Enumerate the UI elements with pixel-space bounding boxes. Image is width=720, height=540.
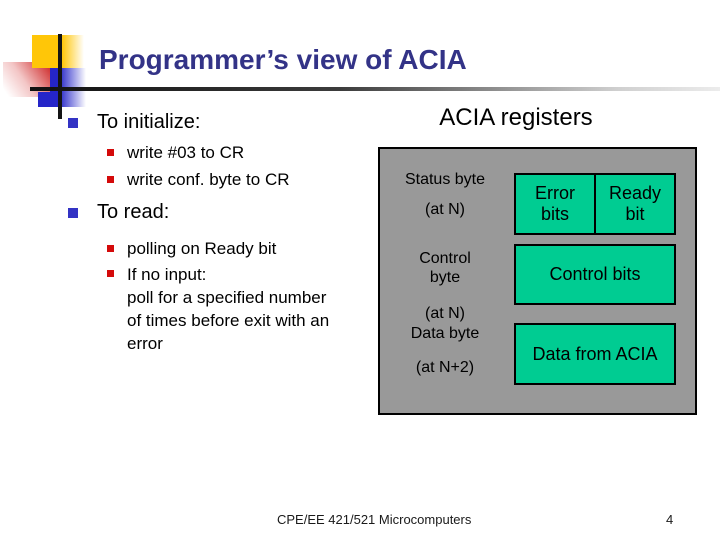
bullet-item-initialize: To initialize: <box>68 110 380 134</box>
error-bits-cell: Error bits <box>516 175 596 233</box>
ready-bit-cell: Ready bit <box>608 183 662 224</box>
decoration-vertical-line <box>58 34 62 119</box>
data-register-box: Data from ACIA <box>514 323 676 385</box>
sub-bullet-item-write-03: write #03 to CR <box>107 142 380 163</box>
status-register-box: Error bits Ready bit <box>514 173 676 235</box>
footer-course: CPE/EE 421/521 Microcomputers <box>277 512 472 527</box>
bullet-text: To read: <box>97 201 170 223</box>
sub-bullet-item-no-input: If no input: poll for a specified number… <box>107 263 380 355</box>
page-number: 4 <box>666 512 674 527</box>
sub-bullet-text: polling on Ready bit <box>127 239 277 258</box>
sub-bullet-text: write #03 to CR <box>127 143 245 162</box>
bullet-list: To initialize: write #03 to CR write con… <box>68 110 380 355</box>
level1-bullet-square-icon <box>68 208 78 218</box>
sub-bullet-text: write conf. byte to CR <box>127 170 290 189</box>
bullet-text: To initialize: <box>97 111 201 133</box>
control-byte-address: (at N) <box>425 305 465 322</box>
level2-bullet-square-icon <box>107 176 114 183</box>
sub-bullet-item-polling: polling on Ready bit <box>107 238 380 259</box>
bullet-item-read: To read: <box>68 200 380 224</box>
slide-title: Programmer’s view of ACIA <box>99 44 467 75</box>
data-byte-label: Data byte <box>410 325 480 342</box>
decoration-blue-tab <box>38 92 61 107</box>
title-separator-line <box>30 87 720 91</box>
decoration-yellow-fade <box>62 35 84 68</box>
level2-bullet-square-icon <box>107 245 114 252</box>
level2-bullet-square-icon <box>107 270 114 277</box>
decoration-yellow-square <box>32 35 62 68</box>
registers-heading: ACIA registers <box>439 104 593 131</box>
acia-registers-panel: Status byte (at N) Control byte (at N) D… <box>378 147 697 415</box>
level1-bullet-square-icon <box>68 118 78 128</box>
sub-bullet-text: If no input: poll for a specified number… <box>127 265 330 353</box>
control-register-box: Control bits <box>514 244 676 305</box>
level2-bullet-square-icon <box>107 149 114 156</box>
sub-bullet-item-write-conf: write conf. byte to CR <box>107 169 380 190</box>
control-byte-label: Control byte <box>419 250 471 286</box>
status-byte-address: (at N) <box>425 201 465 218</box>
data-byte-address: (at N+2) <box>415 359 475 376</box>
status-byte-label: Status byte <box>404 171 486 188</box>
